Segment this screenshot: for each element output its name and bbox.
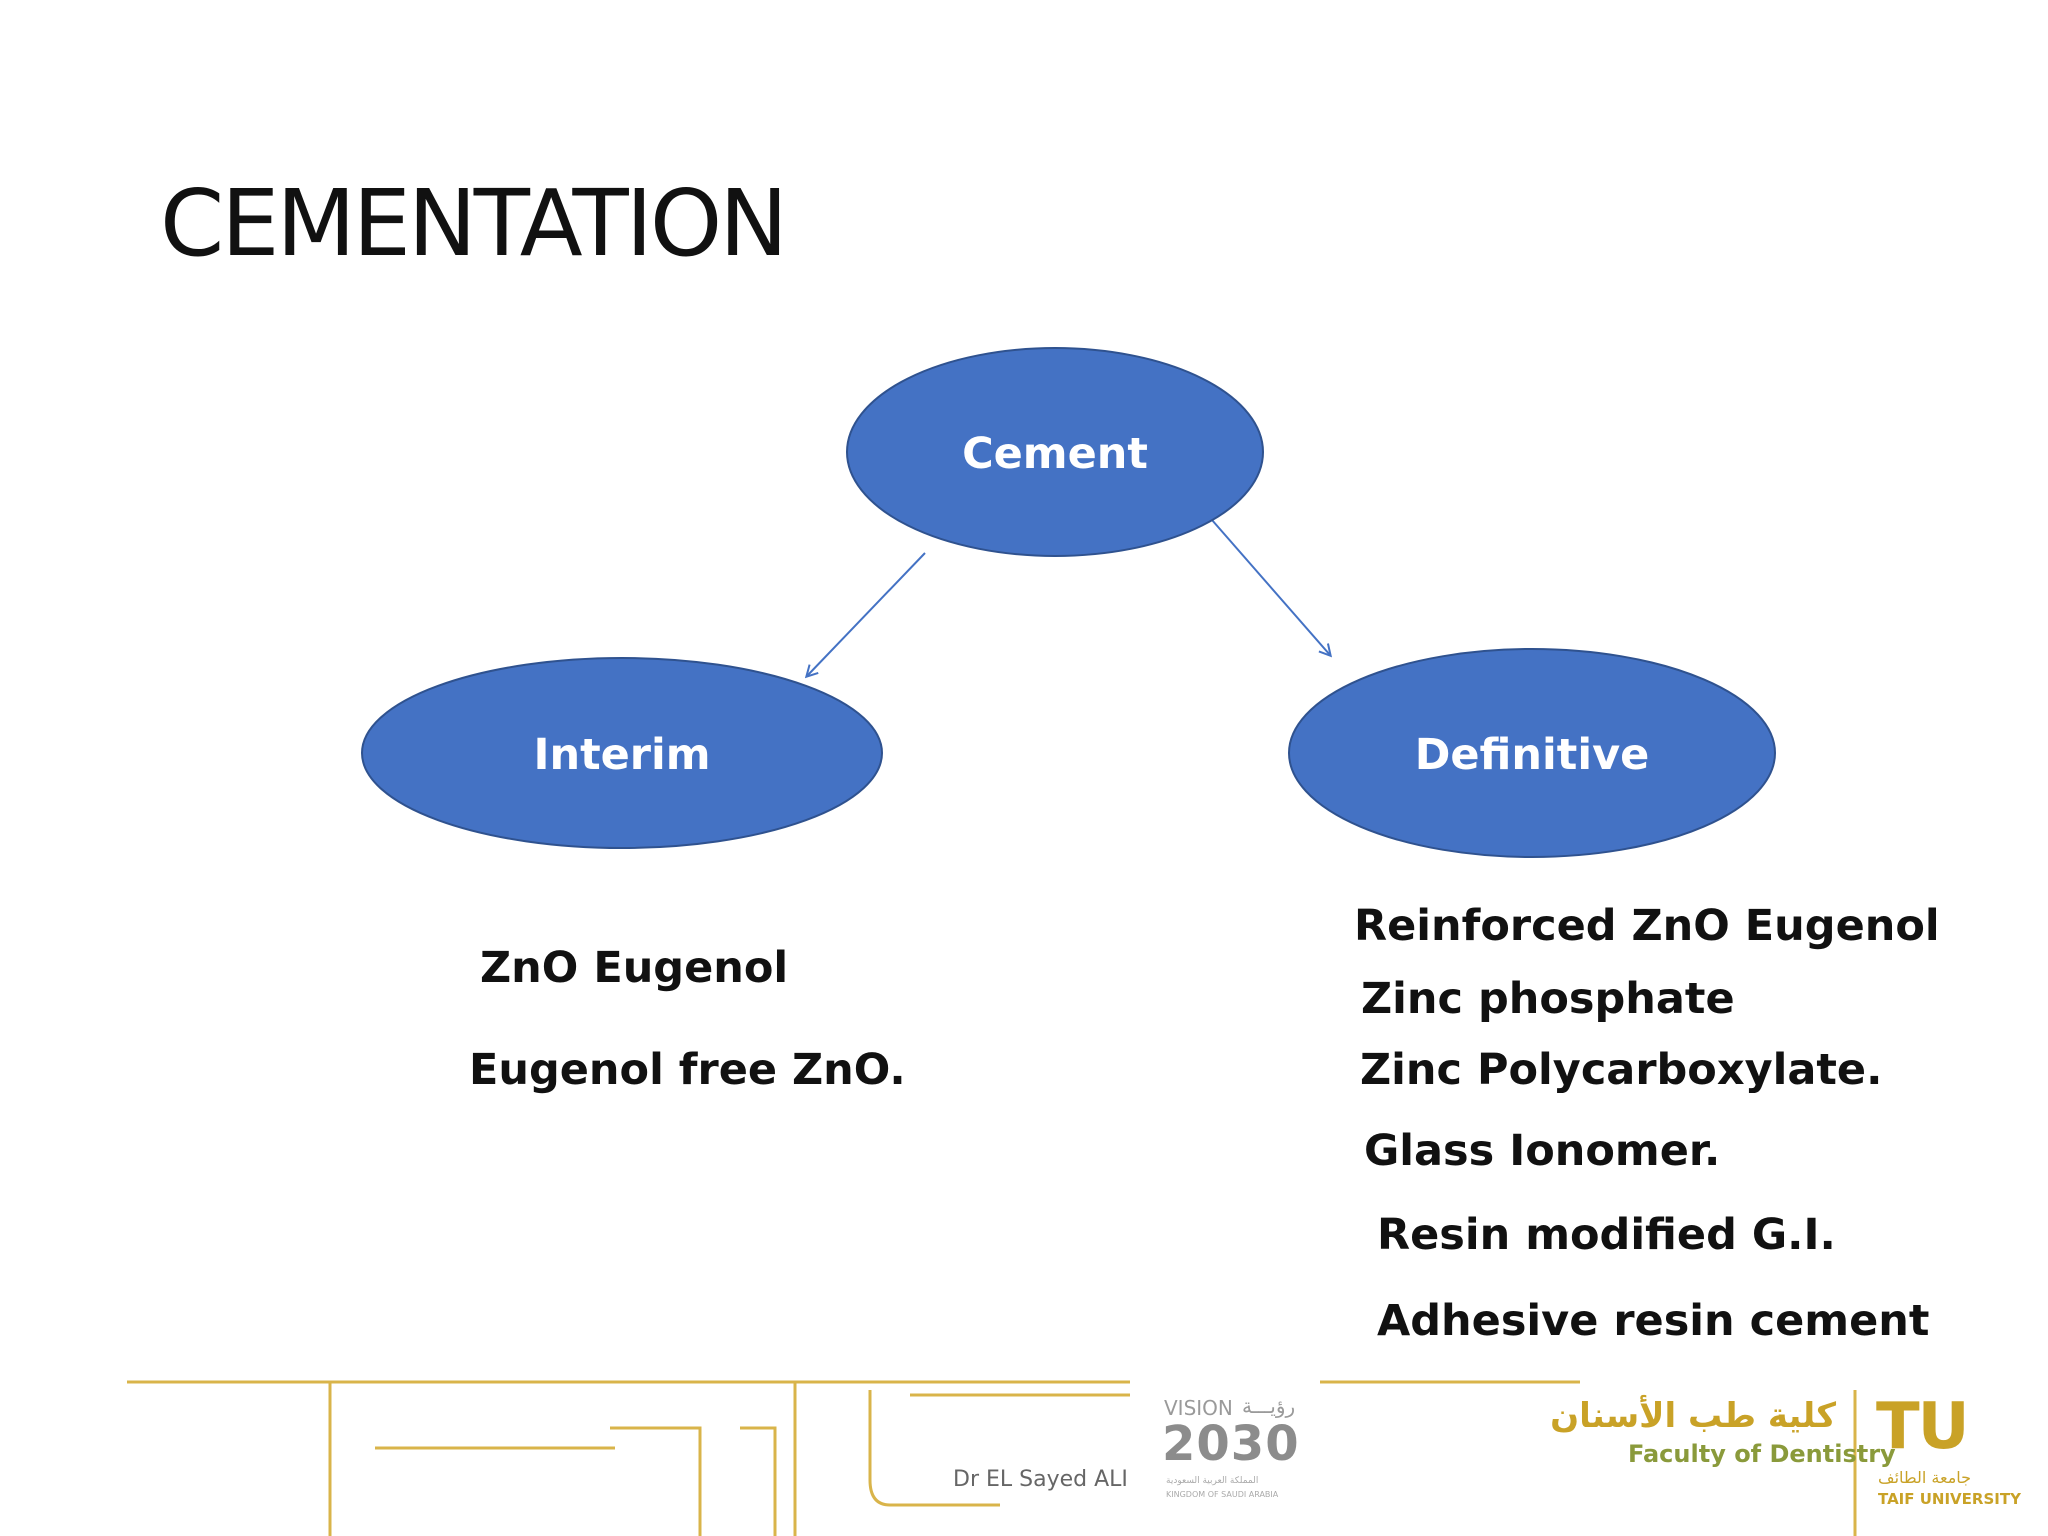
- arrow-to-interim: [807, 552, 926, 676]
- arrow-to-definitive: [1211, 519, 1330, 655]
- node-definitive-label: Definitive: [1415, 730, 1650, 780]
- university-arabic-name: جامعة الطائف: [1878, 1468, 1972, 1487]
- university-mark: TU: [1876, 1390, 1970, 1464]
- faculty-logo: كلية طب الأسنان Faculty of Dentistry: [1550, 1396, 1896, 1476]
- node-interim-label: Interim: [533, 730, 710, 780]
- node-interim: Interim: [361, 657, 883, 849]
- interim-item: ZnO Eugenol: [480, 943, 789, 993]
- vision-arabic-label: رؤيـــة: [1242, 1394, 1296, 1418]
- vision-label: VISION: [1164, 1396, 1233, 1420]
- node-definitive: Definitive: [1288, 648, 1776, 858]
- faculty-arabic-name: كلية طب الأسنان: [1550, 1396, 1836, 1436]
- faculty-english-name: Faculty of Dentistry: [1628, 1440, 1896, 1468]
- author-credit: Dr EL Sayed ALI: [953, 1467, 1128, 1492]
- definitive-item: Zinc phosphate: [1361, 974, 1735, 1024]
- definitive-item: Resin modified G.I.: [1377, 1210, 1836, 1260]
- university-english-name: TAIF UNIVERSITY: [1878, 1490, 2021, 1508]
- definitive-item: Adhesive resin cement: [1377, 1296, 1930, 1346]
- vision-subtitle: KINGDOM OF SAUDI ARABIA: [1166, 1490, 1279, 1499]
- university-logo: TU جامعة الطائف TAIF UNIVERSITY: [1872, 1390, 2021, 1510]
- vision-2030-logo: VISION رؤيـــة 2030 المملكة العربية السع…: [1160, 1394, 1300, 1506]
- node-cement: Cement: [846, 347, 1264, 557]
- definitive-item: Zinc Polycarboxylate.: [1360, 1045, 1883, 1095]
- footer-decoration: [127, 1380, 1857, 1536]
- vision-year: 2030: [1162, 1416, 1300, 1472]
- definitive-item: Reinforced ZnO Eugenol: [1354, 901, 1940, 951]
- slide-title: CEMENTATION: [160, 170, 788, 277]
- vision-arabic-subtitle: المملكة العربية السعودية: [1166, 1476, 1259, 1486]
- definitive-item: Glass Ionomer.: [1364, 1126, 1721, 1176]
- node-cement-label: Cement: [962, 429, 1148, 479]
- interim-item: Eugenol free ZnO.: [469, 1045, 906, 1095]
